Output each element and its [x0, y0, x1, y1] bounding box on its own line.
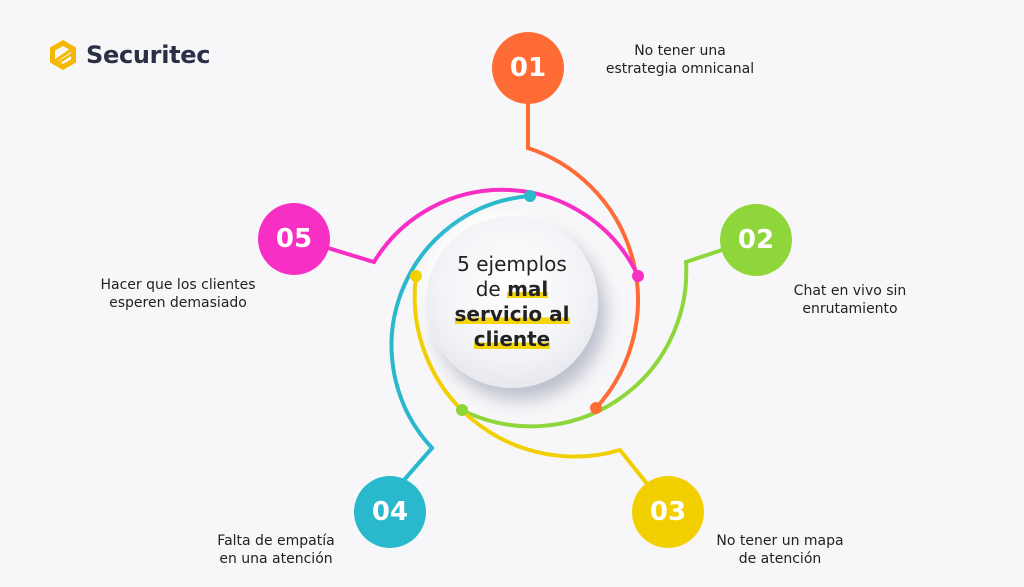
- endpoint-05: [632, 270, 644, 282]
- badge-01: 01: [492, 32, 564, 104]
- connector-05: [326, 187, 640, 278]
- badge-02: 02: [720, 204, 792, 276]
- endpoint-04: [524, 190, 536, 202]
- center-title: 5 ejemplos de mal servicio al cliente: [426, 216, 598, 388]
- center-line-3: servicio al: [454, 302, 570, 327]
- badge-05: 05: [258, 203, 330, 275]
- logo-hexagon-icon: [50, 40, 76, 70]
- connector-02: [460, 246, 730, 429]
- center-line-4: cliente: [473, 327, 551, 352]
- endpoint-02: [456, 404, 468, 416]
- endpoint-01: [590, 402, 602, 414]
- center-line-2: de mal: [475, 277, 549, 301]
- badge-03: 03: [632, 476, 704, 548]
- badge-04: 04: [354, 476, 426, 548]
- connector-03: [412, 274, 650, 487]
- endpoint-03: [410, 270, 422, 282]
- securitec-logo: Securitec: [46, 38, 211, 72]
- connector-04: [389, 194, 532, 482]
- center-line-1: 5 ejemplos: [457, 252, 567, 276]
- connector-01: [526, 98, 640, 410]
- brand-name: Securitec: [86, 41, 211, 69]
